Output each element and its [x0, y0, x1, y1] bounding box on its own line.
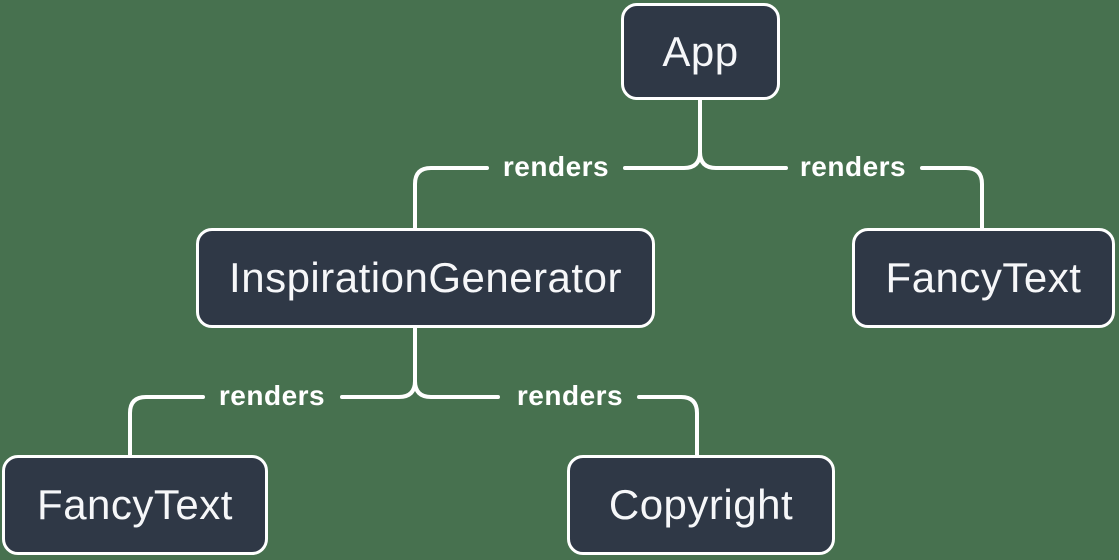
edge-label-renders-4: renders	[516, 380, 624, 411]
edge-label-renders-2: renders	[799, 151, 907, 182]
edge-label-renders-3: renders	[218, 380, 326, 411]
node-fancy-text-right: FancyText	[852, 228, 1115, 328]
node-fancy-text-left-label: FancyText	[37, 481, 233, 528]
node-inspiration-generator-label: InspirationGenerator	[229, 254, 622, 301]
edge-label-renders-1: renders	[502, 151, 610, 182]
node-app: App	[621, 3, 780, 100]
node-fancy-text-left: FancyText	[2, 455, 268, 555]
node-inspiration-generator: InspirationGenerator	[196, 228, 655, 328]
node-app-label: App	[662, 27, 739, 75]
node-copyright-label: Copyright	[608, 481, 794, 528]
node-fancy-text-right-label: FancyText	[885, 254, 1082, 301]
node-copyright: Copyright	[567, 455, 835, 555]
